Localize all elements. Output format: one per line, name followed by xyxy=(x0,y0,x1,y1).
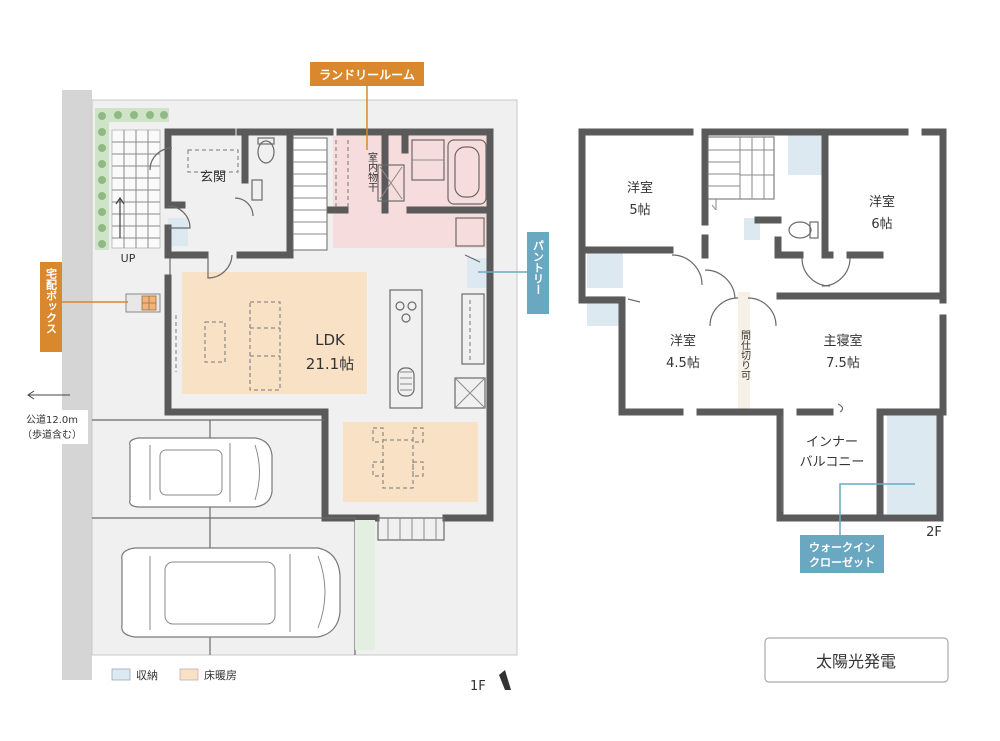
label-w45: 洋室 xyxy=(670,333,696,349)
toilet-2f xyxy=(788,221,819,239)
stairs-2f xyxy=(707,136,775,211)
label-balcony-1: インナー xyxy=(806,435,858,450)
doors-2f xyxy=(627,254,851,512)
label-balcony-2: バルコニー xyxy=(800,455,865,470)
label-1f-group: 1F xyxy=(470,670,511,694)
label-road-2: （歩道含む） xyxy=(22,428,82,441)
bathroom xyxy=(411,139,487,205)
floor-1f: UP 玄関 LDK 21.1帖 室内物干 公道12.0m （歩道含む） ランドリ… xyxy=(18,62,549,680)
walls-2f xyxy=(578,128,947,522)
delivery-tag: 宅配ボックス xyxy=(45,267,58,334)
legend-storage-label: 収納 xyxy=(136,669,158,682)
floor-2f: 洋室 5帖 洋室 6帖 洋室 4.5帖 主寝室 7.5帖 インナー バルコニー … xyxy=(578,128,947,573)
label-ldk: LDK xyxy=(315,331,346,349)
label-2f: 2F xyxy=(926,525,942,540)
label-partition: 間仕切り可 xyxy=(739,330,751,380)
road-strip xyxy=(62,90,92,680)
legend-heating-label: 床暖房 xyxy=(204,668,237,682)
label-up: UP xyxy=(121,252,136,265)
entry-storage xyxy=(168,218,188,246)
partition-strip xyxy=(738,292,750,412)
ldk-floor-heating-zone xyxy=(182,272,367,394)
label-road-1: 公道12.0m xyxy=(26,413,78,426)
callout-pantry: パントリー xyxy=(478,232,549,314)
label-indoor-drying: 室内物干 xyxy=(366,151,378,193)
label-genkan: 玄関 xyxy=(200,170,226,185)
stairs-1f xyxy=(292,137,328,251)
car-top xyxy=(129,437,273,508)
walkin-tag-1: ウォークイン xyxy=(809,541,875,554)
living-furniture xyxy=(175,301,281,391)
delivery-box xyxy=(125,293,161,313)
car-bottom xyxy=(121,547,341,638)
label-w6: 洋室 xyxy=(869,194,895,210)
label-master: 主寝室 xyxy=(823,333,862,349)
label-master-size: 7.5帖 xyxy=(826,356,860,371)
doors-1f xyxy=(149,147,481,541)
label-ldk-size: 21.1帖 xyxy=(306,355,354,373)
approach-tiles xyxy=(111,129,161,249)
laundry-tag: ランドリールーム xyxy=(319,68,415,82)
kitchen xyxy=(389,289,486,409)
storage-walkin xyxy=(887,414,940,514)
label-w5: 洋室 xyxy=(627,180,653,196)
laundry-fixtures xyxy=(335,140,485,247)
legend-heating-swatch xyxy=(179,668,199,681)
storage-w5 xyxy=(587,252,623,288)
label-w5-size: 5帖 xyxy=(629,203,650,218)
north-arrow-icon xyxy=(499,670,511,690)
solar-badge: 太陽光発電 xyxy=(764,637,949,683)
hedge xyxy=(95,108,169,250)
road-annotation: 公道12.0m （歩道含む） xyxy=(18,390,88,444)
solar-label: 太陽光発電 xyxy=(816,652,896,671)
toilet-1f xyxy=(251,137,275,201)
callout-laundry: ランドリールーム xyxy=(310,62,424,150)
label-w6-size: 6帖 xyxy=(871,217,892,232)
label-w45-size: 4.5帖 xyxy=(666,356,700,371)
callout-delivery-box: 宅配ボックス xyxy=(40,262,128,352)
callout-walkin: ウォークイン クローゼット xyxy=(800,483,915,573)
walkin-tag-2: クローゼット xyxy=(809,555,875,569)
dining-furniture xyxy=(372,427,424,489)
legend-storage-swatch xyxy=(111,668,131,681)
legend: 収納 床暖房 xyxy=(111,668,237,682)
label-1f: 1F xyxy=(470,679,486,694)
storage-w6 xyxy=(788,135,824,175)
genkan-step xyxy=(187,149,239,173)
pantry-tag: パントリー xyxy=(532,240,545,295)
pantry-storage xyxy=(467,258,488,288)
dining-floor-heating-zone xyxy=(343,422,478,502)
